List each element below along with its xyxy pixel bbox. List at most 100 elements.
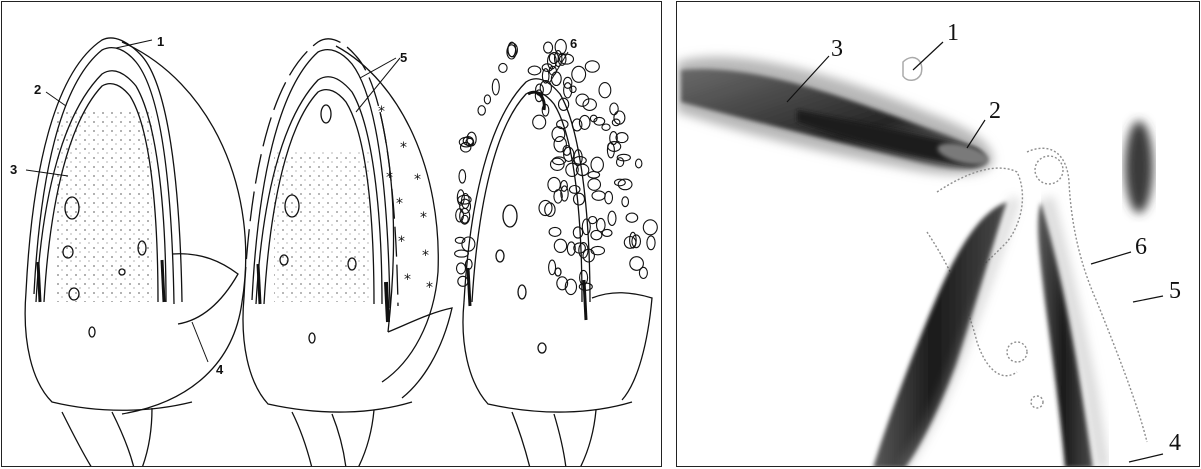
texture-bubble bbox=[636, 159, 642, 168]
texture-bubble bbox=[457, 263, 466, 274]
left-diagram-panel: * * * * * * * * * * bbox=[1, 1, 662, 467]
texture-bubble bbox=[608, 211, 616, 225]
texture-bubble bbox=[583, 99, 596, 111]
figure-b-cavity bbox=[309, 333, 315, 343]
leader-2 bbox=[46, 92, 66, 106]
label-2: 2 bbox=[34, 82, 41, 97]
label-r4: 4 bbox=[1169, 430, 1181, 456]
texture-bubble bbox=[549, 260, 556, 275]
figure-c-bubbles-left bbox=[455, 42, 518, 286]
texture-bubble bbox=[617, 158, 624, 167]
texture-bubble bbox=[528, 66, 541, 75]
label-r1: 1 bbox=[947, 20, 959, 46]
texture-bubble bbox=[588, 172, 600, 179]
label-5: 5 bbox=[400, 50, 407, 65]
texture-bubble bbox=[610, 103, 618, 115]
figure-a-stem-3 bbox=[142, 408, 152, 467]
texture-bubble bbox=[647, 236, 655, 250]
texture-bubble bbox=[588, 179, 601, 191]
figure-a-stem-2 bbox=[112, 412, 134, 467]
texture-bubble bbox=[554, 239, 566, 252]
star-mark: * bbox=[426, 280, 433, 296]
texture-bubble bbox=[484, 95, 490, 104]
figure-a-strand-right bbox=[162, 260, 164, 302]
figure-c-stem-2 bbox=[554, 414, 566, 467]
texture-bubble bbox=[455, 250, 469, 257]
star-mark: * bbox=[386, 170, 393, 186]
figure-c-core-outline bbox=[464, 79, 590, 302]
figure-a-stipple bbox=[56, 112, 152, 302]
texture-bubble bbox=[572, 66, 586, 82]
texture-bubble bbox=[591, 157, 603, 172]
label-4: 4 bbox=[216, 362, 224, 377]
texture-bubble bbox=[576, 94, 589, 106]
texture-bubble bbox=[573, 227, 582, 238]
texture-bubble bbox=[492, 79, 499, 95]
leader-1 bbox=[116, 40, 152, 48]
figure-c-cavity bbox=[496, 250, 504, 262]
star-mark: * bbox=[422, 248, 429, 264]
right-dark-oval bbox=[1125, 121, 1153, 213]
leader-r1 bbox=[913, 42, 943, 70]
figure-a-strand-left bbox=[38, 262, 40, 302]
texture-bubble bbox=[591, 246, 604, 254]
figure-c-base bbox=[463, 302, 632, 412]
figure-a-cavity bbox=[89, 327, 95, 337]
texture-bubble bbox=[569, 186, 580, 194]
texture-bubble bbox=[544, 42, 553, 53]
leader-4 bbox=[192, 322, 208, 362]
figure-a-stem-1 bbox=[62, 412, 92, 467]
figure-b-stars: * * * * * * * * * * bbox=[378, 104, 433, 296]
texture-bubble bbox=[564, 83, 572, 98]
figure-b-strand-left bbox=[258, 264, 260, 304]
figure-c-strand-left bbox=[468, 268, 470, 306]
figure-c-region-4 bbox=[592, 293, 652, 400]
figure-a-base bbox=[25, 292, 192, 410]
figure-c-core-inner bbox=[472, 92, 582, 302]
texture-bubble bbox=[478, 106, 485, 115]
label-r2: 2 bbox=[989, 98, 1001, 124]
figure-c-cavity bbox=[503, 205, 517, 227]
texture-bubble bbox=[554, 137, 566, 152]
right-micrograph-panel: 1 2 3 4 5 6 bbox=[676, 1, 1200, 467]
leader-r5 bbox=[1133, 296, 1163, 302]
right-micrograph-svg: 1 2 3 4 5 6 bbox=[677, 2, 1200, 467]
texture-bubble bbox=[458, 276, 468, 286]
figure-b-strand-right bbox=[386, 282, 388, 322]
figure-b-stipple bbox=[274, 152, 370, 302]
figure-b-region-4 bbox=[388, 308, 452, 398]
star-mark: * bbox=[404, 272, 411, 288]
texture-bubble bbox=[574, 193, 585, 205]
texture-bubble bbox=[459, 170, 466, 183]
star-mark: * bbox=[400, 140, 407, 156]
texture-bubble bbox=[533, 115, 546, 129]
texture-bubble bbox=[602, 124, 610, 130]
texture-bubble bbox=[572, 119, 582, 131]
left-diagram-svg: * * * * * * * * * * bbox=[2, 2, 662, 467]
figure-c-cavity bbox=[518, 285, 526, 299]
texture-bubble bbox=[597, 218, 606, 231]
leader-r4 bbox=[1129, 454, 1163, 462]
star-mark: * bbox=[414, 172, 421, 188]
figure-c-stem-3 bbox=[580, 410, 596, 467]
figure-b-stem-3 bbox=[358, 410, 374, 467]
figure-c-bubbles-right bbox=[528, 39, 657, 294]
figure-c-cavity bbox=[538, 343, 546, 353]
texture-bubble bbox=[643, 220, 657, 235]
texture-bubble bbox=[570, 86, 576, 92]
texture-bubble bbox=[592, 191, 605, 200]
leader-r6 bbox=[1091, 252, 1131, 264]
texture-bubble bbox=[639, 267, 647, 278]
figure-c-stem-1 bbox=[512, 412, 530, 467]
star-mark: * bbox=[396, 196, 403, 212]
figure-b-stem-1 bbox=[292, 412, 312, 467]
texture-bubble bbox=[585, 61, 599, 72]
texture-bubble bbox=[599, 83, 611, 98]
label-r3: 3 bbox=[831, 36, 843, 62]
upper-structure bbox=[677, 57, 993, 175]
label-r6: 6 bbox=[1135, 234, 1147, 260]
texture-bubble bbox=[626, 213, 638, 222]
left-spine bbox=[873, 202, 1007, 467]
texture-bubble bbox=[460, 199, 471, 213]
texture-bubble bbox=[605, 191, 613, 203]
